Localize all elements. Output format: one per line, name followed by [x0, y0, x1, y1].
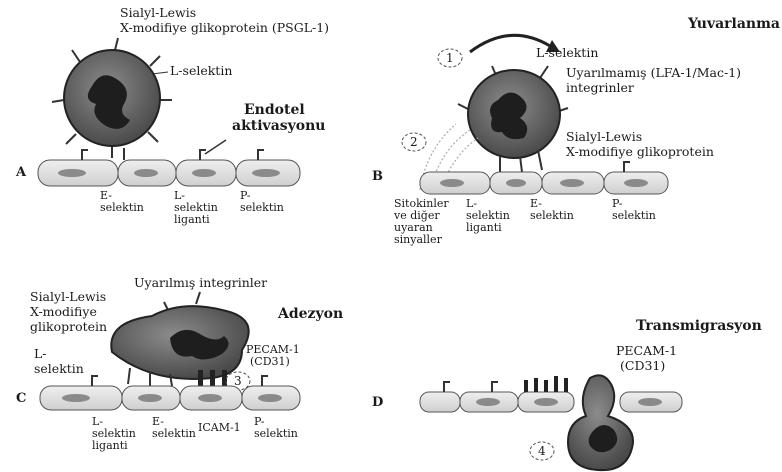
b-title: Yuvarlanma: [688, 16, 780, 32]
c-p-selectin-line2: selektin: [254, 428, 298, 440]
b-sialyl-line2: X-modifiye glikoprotein: [566, 145, 714, 159]
c-l-ligand-line3: liganti: [92, 440, 128, 452]
endothelium-b: [420, 162, 668, 194]
b-step-1: 1: [446, 51, 454, 65]
endothelium-d: [420, 376, 682, 412]
b-e-selectin-line2: selektin: [530, 210, 574, 222]
a-psgl-label-line2: X-modifiye glikoprotein (PSGL-1): [120, 21, 329, 35]
panel-a-letter: A: [16, 166, 26, 180]
leukocyte-a: [52, 38, 172, 158]
panel-d-letter: D: [372, 396, 383, 410]
d-pecam-line2: (CD31): [620, 359, 665, 373]
activation-pointer: [205, 140, 226, 154]
c-sialyl-line3: glikoprotein: [30, 320, 107, 334]
leukocyte-b: [458, 66, 568, 172]
leukocyte-d-transmigrating: [568, 375, 633, 470]
a-e-selectin-line2: selektin: [100, 202, 144, 214]
c-lselectin-line2: selektin: [34, 362, 84, 376]
panel-c-letter: C: [16, 392, 26, 406]
b-lselectin-label: L-selektin: [536, 46, 598, 60]
lselectin-pointer-a: [152, 72, 168, 74]
c-e-selectin-line2: selektin: [152, 428, 196, 440]
b-p-selectin-line2: selektin: [612, 210, 656, 222]
c-activated-integrins-label: Uyarılmış integrinler: [134, 276, 267, 290]
b-sialyl-line1: Sialyl-Lewis: [566, 130, 642, 144]
a-endothelial-activation-line1: Endotel: [244, 102, 305, 118]
leukocyte-c: [111, 292, 248, 386]
c-pecam-line2: (CD31): [250, 356, 290, 368]
a-lselectin-label: L-selektin: [170, 64, 232, 78]
panel-d: [420, 375, 682, 470]
endothelium-a: [38, 148, 300, 186]
panel-b-letter: B: [372, 170, 383, 184]
b-cytokines-line4: sinyaller: [394, 234, 442, 246]
d-pecam-line1: PECAM-1: [616, 344, 677, 358]
c-sialyl-line1: Sialyl-Lewis: [30, 290, 106, 304]
b-unactivated-line2: integrinler: [566, 81, 634, 95]
panel-b: [402, 35, 668, 194]
b-step-2: 2: [410, 135, 418, 149]
c-title: Adezyon: [278, 306, 343, 322]
d-title: Transmigrasyon: [636, 318, 762, 334]
a-l-ligand-line3: liganti: [174, 214, 210, 226]
b-l-ligand-line3: liganti: [466, 222, 502, 234]
endothelium-c: [40, 376, 300, 410]
c-step-3: 3: [234, 374, 242, 388]
a-p-selectin-line2: selektin: [240, 202, 284, 214]
c-sialyl-line2: X-modifiye: [30, 305, 97, 319]
b-unactivated-line1: Uyarılmamış (LFA-1/Mac-1): [566, 66, 741, 80]
a-endothelial-activation-line2: aktivasyonu: [232, 118, 325, 134]
c-lselectin-line1: L-: [34, 347, 47, 361]
c-icam-label: ICAM-1: [198, 422, 241, 434]
d-step-4: 4: [538, 444, 546, 458]
a-psgl-label-line1: Sialyl-Lewis: [120, 6, 196, 20]
